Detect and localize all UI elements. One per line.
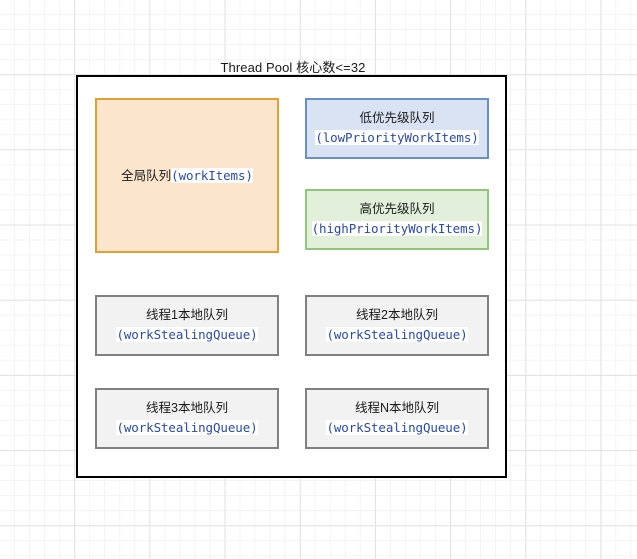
thread2-local-queue-text: 线程2本地队列 (workStealingQueue) [322, 306, 471, 345]
thread3-local-queue-text: 线程3本地队列 (workStealingQueue) [112, 399, 261, 438]
global-queue-label: 全局队列 [121, 168, 172, 183]
thread3-local-queue-label: 线程3本地队列 [146, 401, 228, 415]
thread2-local-queue-label: 线程2本地队列 [356, 308, 438, 322]
low-priority-queue-label: 低优先级队列 [359, 111, 435, 125]
thread-pool-container: 全局队列(workItems) 低优先级队列 (lowPriorityWorkI… [76, 75, 507, 478]
threadN-local-queue-code: (workStealingQueue) [326, 420, 468, 435]
high-priority-queue-text: 高优先级队列 (highPriorityWorkItems) [308, 200, 487, 239]
low-priority-queue-text: 低优先级队列 (lowPriorityWorkItems) [311, 109, 482, 148]
low-priority-queue-box[interactable]: 低优先级队列 (lowPriorityWorkItems) [305, 98, 489, 159]
global-queue-code: (workItems) [171, 167, 253, 183]
global-queue-text: 全局队列(workItems) [117, 166, 257, 186]
high-priority-queue-label: 高优先级队列 [359, 202, 435, 216]
threadN-local-queue-label: 线程N本地队列 [354, 401, 440, 415]
threadN-local-queue-text: 线程N本地队列 (workStealingQueue) [322, 399, 471, 438]
high-priority-queue-box[interactable]: 高优先级队列 (highPriorityWorkItems) [305, 189, 489, 250]
thread1-local-queue-label: 线程1本地队列 [146, 308, 228, 322]
thread2-local-queue-code: (workStealingQueue) [326, 327, 468, 342]
global-queue-box[interactable]: 全局队列(workItems) [95, 98, 279, 253]
thread1-local-queue-box[interactable]: 线程1本地队列 (workStealingQueue) [95, 295, 279, 356]
high-priority-queue-code: (highPriorityWorkItems) [311, 221, 483, 236]
thread2-local-queue-box[interactable]: 线程2本地队列 (workStealingQueue) [305, 295, 489, 356]
diagram-title: Thread Pool 核心数<=32 [220, 60, 366, 75]
thread3-local-queue-box[interactable]: 线程3本地队列 (workStealingQueue) [95, 388, 279, 449]
thread3-local-queue-code: (workStealingQueue) [116, 420, 258, 435]
thread1-local-queue-code: (workStealingQueue) [116, 327, 258, 342]
threadN-local-queue-box[interactable]: 线程N本地队列 (workStealingQueue) [305, 388, 489, 449]
low-priority-queue-code: (lowPriorityWorkItems) [315, 130, 479, 145]
thread1-local-queue-text: 线程1本地队列 (workStealingQueue) [112, 306, 261, 345]
